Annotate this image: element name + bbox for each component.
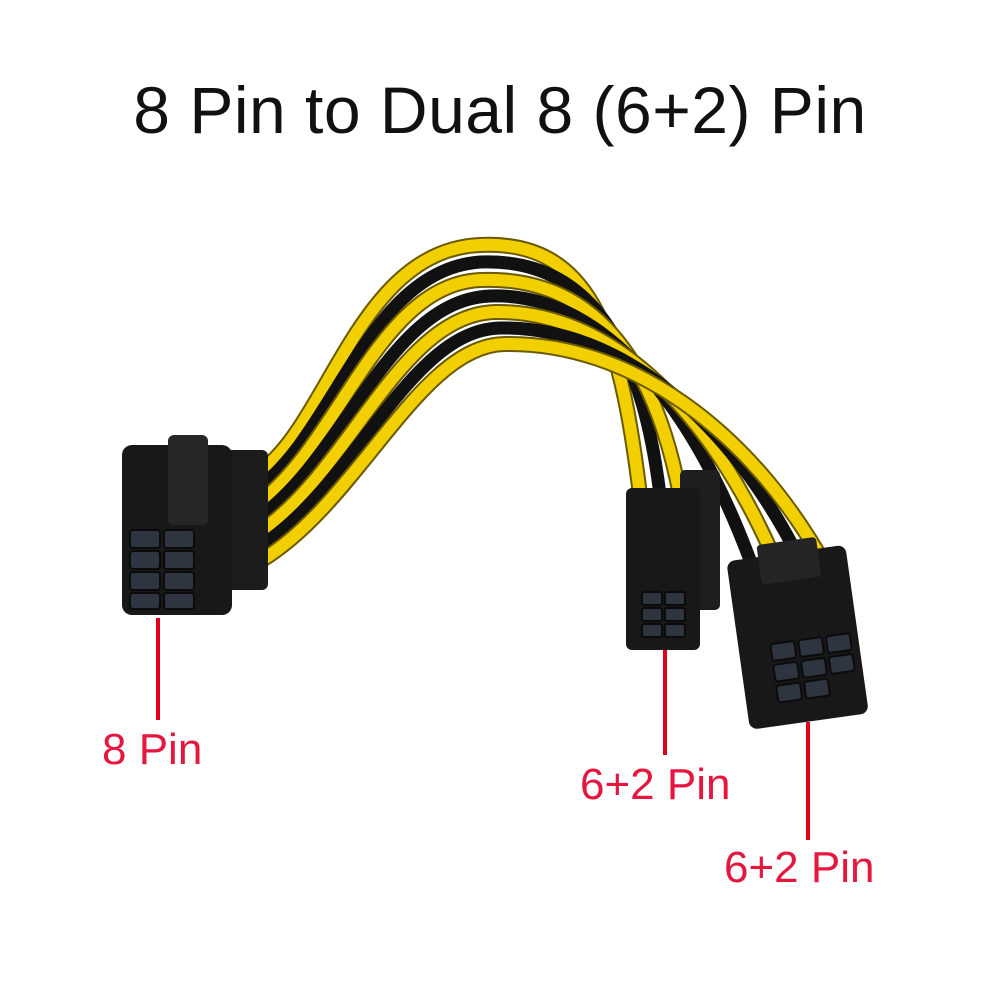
- connector-8pin: [122, 435, 268, 615]
- label-6plus2-pin-2: 6+2 Pin: [724, 843, 875, 892]
- wire-bundle: [254, 236, 833, 573]
- connector-6plus2-pin-2: [727, 537, 868, 729]
- connector-6plus2-pin-1: [626, 470, 720, 650]
- pointer-line-6plus2-1: [663, 650, 667, 755]
- pointer-line-6plus2-2: [806, 722, 810, 840]
- label-8pin: 8 Pin: [102, 725, 203, 774]
- wire: [255, 289, 757, 567]
- page-title: 8 Pin to Dual 8 (6+2) Pin: [133, 73, 867, 147]
- wire: [256, 305, 781, 566]
- pointer-line-8pin: [156, 618, 160, 720]
- wire: [256, 337, 831, 571]
- label-6plus2-pin-1: 6+2 Pin: [580, 760, 731, 809]
